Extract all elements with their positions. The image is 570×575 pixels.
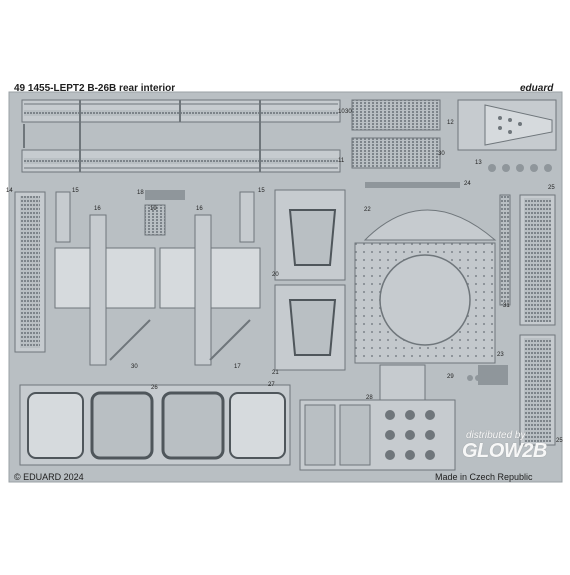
part-22-dome: [363, 209, 497, 241]
part-number: 21: [272, 370, 279, 376]
part-30-strips-top: [351, 99, 441, 169]
part-18: [145, 190, 185, 200]
part-number: 19: [150, 206, 157, 212]
part-number: 24: [464, 181, 471, 187]
part-16-left-panel: [54, 214, 156, 366]
part-number: 22: [364, 207, 371, 213]
part-12: [457, 99, 557, 151]
part-number: 15: [258, 188, 265, 194]
part-29-knobs: [467, 375, 497, 381]
part-15-right: [239, 191, 255, 243]
part-20-frame: [274, 189, 346, 281]
part-24-bar: [365, 182, 460, 188]
part-number: 16: [94, 206, 101, 212]
part-number: 17: [234, 364, 241, 370]
part-number: 10: [338, 109, 345, 115]
part-25-strip-bottom: [519, 334, 556, 446]
part-number: 30: [345, 109, 352, 115]
part-25-strip-top: [519, 194, 556, 326]
part-number: 25: [548, 185, 555, 191]
part-19: [144, 204, 166, 236]
part-number: 13: [475, 160, 482, 166]
part-number: 29: [447, 374, 454, 380]
part-number: 30: [438, 151, 445, 157]
part-number: 12: [447, 120, 454, 126]
rail-dividers: [23, 100, 261, 172]
part-17-diagonals: [109, 319, 251, 361]
eduard-logo: eduard: [520, 83, 554, 94]
part-23: [478, 365, 508, 385]
part-number: 16: [196, 206, 203, 212]
part-number: 11: [338, 158, 345, 164]
part-number: 20: [272, 272, 279, 278]
part-number: 25: [556, 438, 563, 444]
part-number: 18: [137, 190, 144, 196]
part-11-rail: [21, 149, 341, 173]
part-15-left: [55, 191, 71, 243]
part-16-right-panel: [159, 214, 261, 366]
part-number: 26: [151, 385, 158, 391]
part-26-27-windows: [19, 384, 291, 466]
part-number: 23: [497, 352, 504, 358]
copyright-text: © EDUARD 2024: [14, 472, 84, 482]
part-31-strip: [499, 194, 511, 306]
part-13-knobs: [488, 164, 552, 172]
part-28-panel: [299, 364, 456, 471]
origin-text: Made in Czech Republic: [435, 472, 533, 482]
part-number: 15: [72, 188, 79, 194]
part-number: 31: [503, 303, 510, 309]
part-number: 30: [131, 364, 138, 370]
large-disc-plate: [354, 242, 496, 364]
part-number: 27: [268, 382, 275, 388]
part-14-strip: [14, 191, 46, 353]
sheet-title: 49 1455-LEPT2 B-26B rear interior: [14, 83, 176, 94]
part-21-frame: [274, 284, 346, 371]
part-number: 14: [6, 188, 13, 194]
part-number: 28: [366, 395, 373, 401]
